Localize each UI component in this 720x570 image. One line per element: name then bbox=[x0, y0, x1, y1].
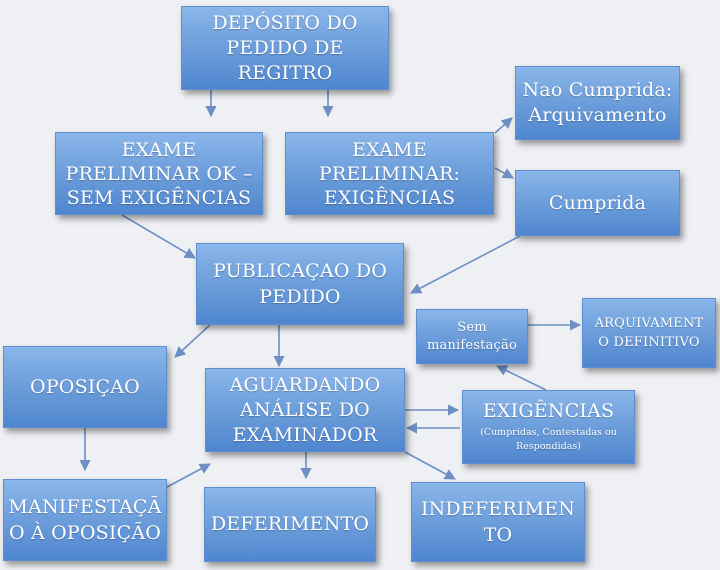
node-oposicao: OPOSIÇAO bbox=[3, 346, 167, 428]
node-label-line: PRELIMINAR: bbox=[318, 162, 461, 185]
node-label-line: EXIGÊNCIAS bbox=[323, 186, 456, 209]
node-label-line: DEPÓSITO DO bbox=[212, 11, 358, 34]
node-arquivamento-definitivo: ARQUIVAMENT O DEFINITIVO bbox=[582, 298, 716, 368]
node-label-line: O À OPOSIÇÃO bbox=[8, 522, 162, 544]
node-label-line: EXAME bbox=[352, 138, 427, 161]
arrow-publicacao-to-oposicao bbox=[174, 324, 211, 358]
node-exigencias: EXIGÊNCIAS (Cumpridas, Contestadas ou Re… bbox=[462, 390, 635, 464]
node-label-line: manifestação bbox=[426, 337, 518, 353]
node-sublabel: (Cumpridas, Contestadas ou Respondidas) bbox=[480, 427, 617, 452]
arrow-exigencias-to-sem-manifestacao bbox=[495, 365, 547, 391]
node-label-line: EXAME bbox=[121, 138, 197, 161]
node-publicacao-do-pedido: PUBLICAÇAO DO PEDIDO bbox=[196, 243, 404, 325]
node-label-line: AGUARDANDO bbox=[229, 373, 381, 396]
node-label-line: DEFERIMENTO bbox=[210, 513, 370, 535]
node-label-line: Sem bbox=[457, 319, 487, 335]
node-label-line: OPOSIÇAO bbox=[30, 375, 140, 398]
node-exame-preliminar-ok: EXAME PRELIMINAR OK – SEM EXIGÊNCIAS bbox=[55, 132, 263, 215]
node-manifestacao-a-oposicao: MANIFESTAÇÃ O À OPOSIÇÃO bbox=[3, 479, 167, 561]
node-label-line: EXAMINADOR bbox=[232, 423, 378, 446]
node-label-line: PRELIMINAR OK – bbox=[65, 162, 253, 185]
node-label-line: TO bbox=[483, 524, 513, 546]
arrow-aguardando-to-indeferimento bbox=[404, 451, 456, 480]
node-deposito-do-pedido: DEPÓSITO DO PEDIDO DE REGITRO bbox=[181, 6, 389, 90]
arrow-exame-ok-to-publicacao bbox=[121, 214, 196, 259]
node-label-line: MANIFESTAÇÃ bbox=[8, 496, 162, 518]
node-label-line: INDEFERIMEN bbox=[420, 498, 576, 520]
node-label-line: EXIGÊNCIAS bbox=[482, 400, 615, 422]
node-exame-preliminar-exigencias: EXAME PRELIMINAR: EXIGÊNCIAS bbox=[285, 132, 494, 215]
node-label-line: ARQUIVAMENT bbox=[594, 316, 704, 331]
arrow-exame-exig-to-cumprida bbox=[494, 167, 514, 179]
node-label-line: O DEFINITIVO bbox=[598, 335, 700, 350]
arrow-manifestacao-to-aguardando bbox=[166, 463, 211, 488]
arrow-cumprida-to-publicacao bbox=[410, 235, 521, 294]
node-label-line: REGITRO bbox=[237, 61, 333, 84]
arrow-exame-exig-to-nao-cumprida bbox=[494, 117, 513, 134]
node-label-line: PUBLICAÇAO DO bbox=[212, 260, 388, 282]
node-label-line: ANÁLISE DO bbox=[240, 398, 370, 421]
node-sem-manifestacao: Sem manifestação bbox=[416, 309, 528, 364]
node-label-line: Arquivamento bbox=[528, 104, 667, 126]
node-label-line: Cumprida bbox=[548, 191, 647, 214]
node-cumprida: Cumprida bbox=[515, 170, 680, 236]
node-nao-cumprida: Nao Cumprida: Arquivamento bbox=[515, 66, 680, 140]
node-indeferimento: INDEFERIMEN TO bbox=[411, 482, 585, 562]
node-label-line: SEM EXIGÊNCIAS bbox=[66, 186, 252, 209]
node-deferimento: DEFERIMENTO bbox=[204, 487, 376, 562]
node-label-line: PEDIDO DE bbox=[226, 36, 344, 59]
node-label-line: PEDIDO bbox=[259, 286, 341, 308]
node-aguardando-analise: AGUARDANDO ANÁLISE DO EXAMINADOR bbox=[205, 368, 405, 452]
node-label-line: Nao Cumprida: bbox=[522, 79, 673, 101]
